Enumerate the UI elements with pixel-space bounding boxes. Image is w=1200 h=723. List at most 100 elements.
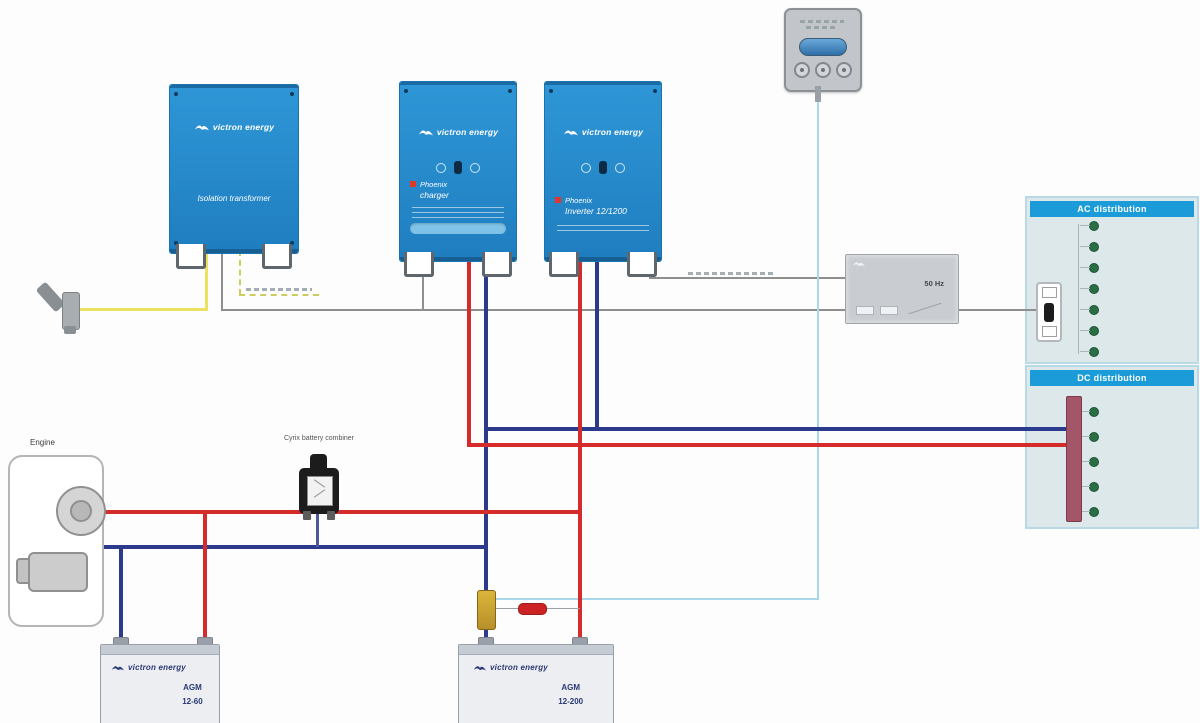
battery-type: AGM bbox=[561, 683, 580, 692]
alternator-pulley bbox=[70, 500, 92, 522]
engine bbox=[8, 455, 104, 627]
negative-bus-to-dc-panel bbox=[484, 427, 1078, 431]
brand-name: victron energy bbox=[128, 663, 186, 672]
brand-name: victron energy bbox=[490, 663, 548, 672]
negative-wire-starter-battery bbox=[119, 545, 123, 645]
negative-wire-inverter bbox=[595, 254, 599, 431]
screw bbox=[404, 89, 408, 93]
brand-name: victron energy bbox=[436, 127, 499, 137]
ac-main-breaker bbox=[1036, 282, 1062, 342]
victron-logo: victron energy bbox=[170, 122, 298, 132]
panel-title-smudge bbox=[806, 26, 838, 29]
battery-model: 12-60 bbox=[182, 697, 203, 706]
screw bbox=[549, 89, 553, 93]
isolation-transformer: victron energy Isolation transformer bbox=[170, 85, 298, 269]
spec-line bbox=[412, 212, 504, 213]
terminal-dot bbox=[1080, 242, 1099, 252]
brand-name: victron energy bbox=[581, 127, 644, 137]
product-name-line1: Phoenix bbox=[420, 180, 448, 189]
battery-switch-post bbox=[327, 511, 335, 520]
terminal-block bbox=[856, 306, 874, 315]
earth-wire-dashed bbox=[239, 294, 319, 296]
device-label: Isolation transformer bbox=[197, 194, 271, 203]
lcd-display bbox=[799, 38, 847, 56]
ac-wire-transformer-drop bbox=[221, 246, 223, 310]
screw bbox=[290, 241, 294, 245]
ac-wire-mains-run bbox=[221, 309, 1038, 311]
positive-wire-charger bbox=[467, 254, 471, 445]
spec-line bbox=[557, 230, 649, 231]
positive-wire-starter-battery bbox=[203, 510, 207, 645]
mounting-foot bbox=[404, 252, 434, 277]
terminal-dot bbox=[1080, 432, 1099, 442]
select-button bbox=[815, 62, 831, 78]
earth-wire-dashed bbox=[239, 250, 241, 295]
battery-switch-post bbox=[303, 511, 311, 520]
ac-outlet-terminals bbox=[1080, 221, 1099, 357]
indicator-led bbox=[470, 162, 480, 173]
victron-bird-icon bbox=[194, 124, 209, 130]
vent-grille bbox=[410, 223, 506, 234]
terminal-block bbox=[880, 306, 898, 315]
red-logo-mark bbox=[410, 181, 416, 187]
ac-comb-line bbox=[1078, 224, 1079, 354]
terminal-dot bbox=[1080, 221, 1099, 231]
mounting-foot bbox=[482, 252, 512, 277]
setup-button bbox=[794, 62, 810, 78]
terminal-dot bbox=[1080, 305, 1099, 315]
breaker-window bbox=[1042, 287, 1057, 298]
victron-logo: victron energy bbox=[111, 663, 186, 672]
starter-battery: victron energy AGM 12-60 bbox=[100, 644, 220, 723]
battery-monitor-shunt bbox=[477, 590, 496, 630]
indicator-led bbox=[581, 162, 591, 173]
positive-wire-inverter-to-battery bbox=[578, 254, 582, 645]
transfer-switch-label: 50 Hz bbox=[924, 279, 944, 288]
battery-switch bbox=[299, 468, 339, 514]
product-name-line1: Phoenix bbox=[565, 196, 593, 205]
screw bbox=[174, 241, 178, 245]
product-name-line2: Inverter 12/1200 bbox=[565, 206, 627, 216]
diagram-marking bbox=[908, 302, 942, 315]
negative-bus-engine bbox=[62, 545, 488, 549]
victron-logo: victron energy bbox=[400, 127, 516, 137]
spec-line bbox=[557, 225, 649, 226]
terminal-dot bbox=[1080, 407, 1099, 417]
battery-model: 12-200 bbox=[558, 697, 584, 706]
indicator-led bbox=[436, 162, 446, 173]
annotation-text-smudge bbox=[246, 288, 312, 291]
inline-fuse bbox=[518, 603, 547, 615]
positive-bus-to-dc-panel bbox=[467, 443, 1078, 447]
product-name-line2: charger bbox=[420, 190, 449, 200]
house-battery: victron energy AGM 12-200 bbox=[458, 644, 614, 723]
switch-glyph bbox=[313, 479, 326, 488]
victron-bird-icon bbox=[473, 665, 487, 671]
dc-terminals bbox=[1080, 407, 1099, 517]
ac-wire-inverter-run bbox=[649, 277, 900, 279]
battery-lid bbox=[459, 645, 613, 655]
plug-head bbox=[35, 281, 66, 313]
breaker-window bbox=[1042, 326, 1057, 337]
plug-body bbox=[62, 292, 80, 330]
screw bbox=[508, 89, 512, 93]
terminal-dot bbox=[1080, 326, 1099, 336]
battery-type: AGM bbox=[183, 683, 202, 692]
breaker-toggle bbox=[1044, 303, 1054, 322]
starter-motor bbox=[28, 552, 88, 592]
front-switch bbox=[545, 161, 661, 174]
red-logo-mark bbox=[555, 197, 561, 203]
power-switch bbox=[599, 161, 607, 174]
shore-cable-yellow-riser bbox=[205, 247, 208, 311]
ac-wire-charger-drop bbox=[422, 254, 424, 311]
mounting-foot bbox=[627, 252, 657, 277]
battery-switch-face bbox=[307, 476, 333, 506]
battery-switch-ground-wire bbox=[316, 512, 319, 547]
victron-logo: victron energy bbox=[545, 127, 661, 137]
victron-bird-icon bbox=[563, 129, 578, 135]
monitor-data-cable-vertical bbox=[817, 100, 819, 600]
panel-title-smudge bbox=[800, 20, 844, 23]
spec-line bbox=[412, 217, 504, 218]
screw bbox=[653, 89, 657, 93]
negative-wire-shunt-to-battery bbox=[484, 626, 488, 645]
dc-distribution-panel: DC distribution bbox=[1025, 365, 1199, 529]
